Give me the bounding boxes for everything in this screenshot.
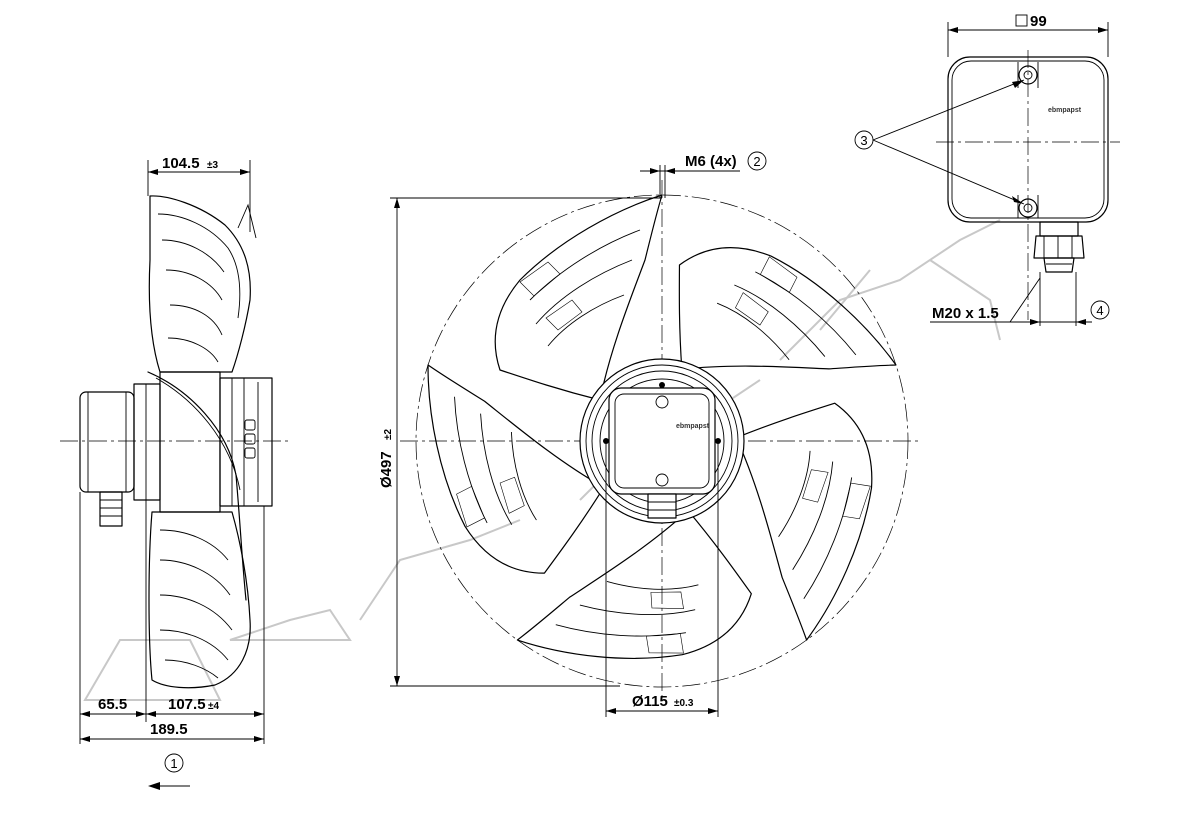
fan-blades (427, 194, 897, 659)
callout-4: 4 (1096, 303, 1103, 318)
callout-2: 2 (753, 154, 760, 169)
dim-gland-thread: M20 x 1.5 (932, 305, 999, 322)
dim-side-width-tol: ±3 (207, 160, 218, 171)
dim-side-width: 104.5 (162, 155, 200, 172)
dim-total-depth: 189.5 (150, 721, 188, 738)
box-screw-bottom-icon (1018, 198, 1038, 218)
hub-brand-logo: ebmpapst (676, 423, 710, 430)
callout-4-circle (1090, 300, 1110, 320)
box-screw-top-icon (1018, 65, 1038, 85)
callout-1-circle (164, 753, 184, 773)
terminal-box-view: ebmpapst 99 3 M20 x 1.5 4 (854, 13, 1120, 326)
hub-screw-top-icon (655, 395, 669, 409)
dim-diameter-tol: ±2 (383, 429, 394, 440)
dim-depth: 107.5 (168, 696, 206, 713)
callout-3: 3 (860, 133, 867, 148)
hub: ebmpapst (579, 358, 745, 524)
dim-hub-diameter-tol: ±0.3 (674, 698, 694, 709)
dim-mount-screws: M6 (4x) (685, 153, 737, 170)
front-view: ebmpapst M6 (4x) 2 Ø497 ±2 Ø115 ±0.3 (378, 151, 920, 717)
dim-offset-left: 65.5 (98, 696, 127, 713)
box-brand-logo: ebmpapst (1048, 107, 1082, 114)
callout-1: 1 (170, 756, 177, 771)
callout-2-circle (747, 151, 767, 171)
square-symbol-icon (1015, 14, 1028, 27)
dim-hub-diameter: Ø115 (632, 693, 668, 710)
hub-screw-bottom-icon (655, 473, 669, 487)
dim-diameter: Ø497 (378, 451, 395, 488)
dim-box-size: 99 (1030, 13, 1047, 30)
side-view: 104.5 ±3 65.5 107.5 ±4 189.5 1 (60, 155, 290, 790)
dim-depth-tol: ±4 (208, 701, 219, 712)
watermark (83, 219, 1001, 701)
